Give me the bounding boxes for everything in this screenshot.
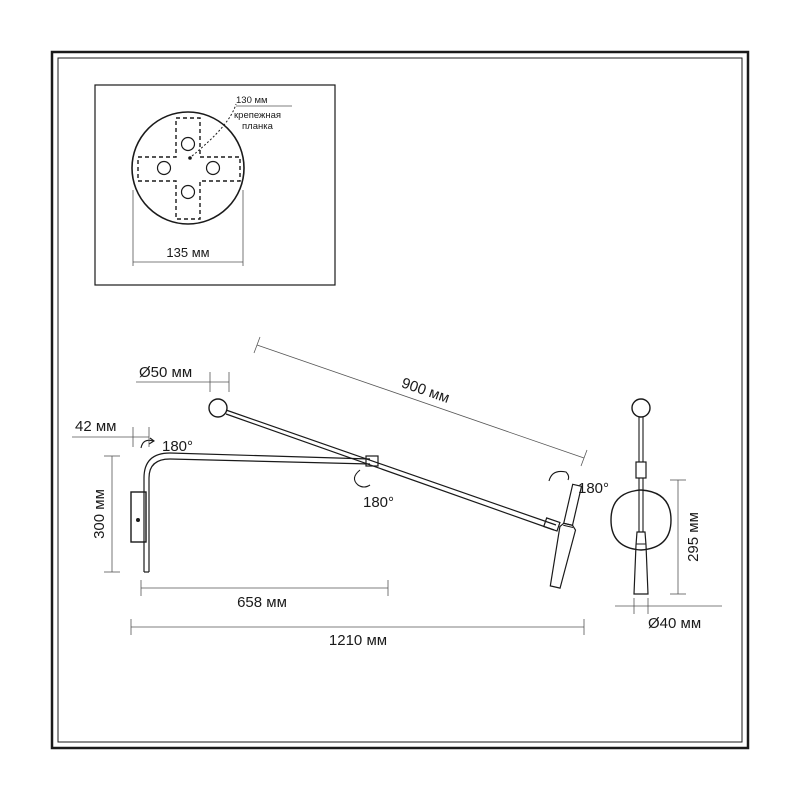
screw-hole-top	[180, 136, 196, 152]
dim-295-label: 295 мм	[685, 512, 702, 562]
outer-frame	[50, 50, 750, 750]
plate-label-line1: крепежная	[234, 110, 281, 121]
screw-hole-bottom	[180, 184, 196, 200]
horizontal-arm-bottom	[169, 458, 371, 465]
dim-900-tick-left	[253, 336, 261, 354]
dim-130-label: 130 мм	[236, 95, 268, 106]
front-canopy-left	[610, 489, 642, 551]
rotation-arrow-mid	[353, 469, 371, 488]
dim-1210-label: 1210 мм	[329, 632, 387, 649]
dim-300-label: 300 мм	[91, 489, 108, 539]
wall-plate-screw	[136, 518, 140, 522]
horizontal-arm-top	[169, 452, 371, 460]
rotation-label-top: 180°	[162, 438, 193, 455]
lamp-head	[549, 483, 583, 589]
dim-900-tick-right	[580, 449, 588, 467]
center-point	[188, 156, 192, 160]
rotation-label-mid: 180°	[363, 494, 394, 511]
lamp-head-cone	[549, 522, 577, 589]
wall-plate	[130, 491, 147, 543]
inner-frame	[57, 57, 743, 743]
dim-135-label: 135 мм	[166, 245, 209, 260]
long-arm-top	[225, 409, 557, 526]
dim-50-label: Ø50 мм	[139, 364, 192, 381]
screw-hole-right	[205, 160, 221, 176]
screw-hole-left	[156, 160, 172, 176]
arm-bend-outer	[143, 452, 171, 479]
lamp-head-ring	[563, 524, 574, 528]
inset-box	[94, 84, 336, 286]
rotation-arrow-right	[548, 470, 570, 482]
dim-42-label: 42 мм	[75, 418, 116, 435]
long-arm-bottom	[225, 413, 555, 531]
mounting-plate-inset: 130 мм крепежная планка 135 мм	[94, 84, 336, 286]
dim-658-label: 658 мм	[237, 594, 287, 611]
dim-900-line	[256, 344, 585, 459]
front-lamp-head	[633, 531, 649, 595]
front-canopy-right	[640, 489, 672, 551]
front-pivot	[635, 461, 647, 479]
canopy-circle	[131, 111, 245, 225]
plate-label-line2: планка	[242, 121, 274, 132]
mounting-bracket-outline	[137, 117, 241, 220]
rotation-arrow-top	[140, 439, 154, 449]
dim-900-label: 900 мм	[399, 375, 452, 407]
dim-40-label: Ø40 мм	[648, 615, 701, 632]
arm-bend-inner	[148, 458, 171, 479]
head-joint	[542, 517, 561, 532]
front-counterweight-ball	[631, 398, 651, 418]
rotation-label-right: 180°	[578, 480, 609, 497]
counterweight-ball	[208, 398, 228, 418]
rotation-arrow-top-head	[148, 437, 155, 445]
plate-leader	[191, 103, 237, 157]
side-view: 180° 180° 180° Ø50 мм 42 мм 300 мм 658 м…	[72, 336, 609, 649]
front-view: 295 мм Ø40 мм	[610, 398, 722, 632]
